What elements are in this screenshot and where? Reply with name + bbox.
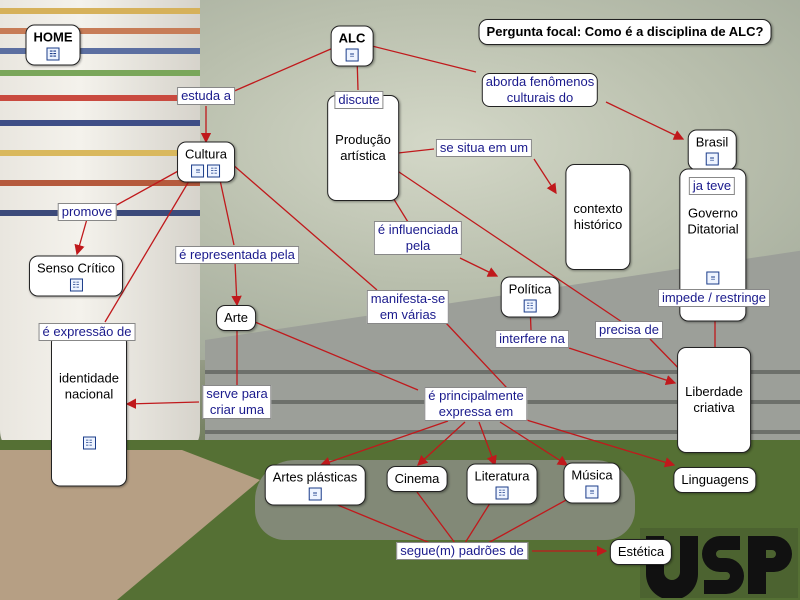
node-artes-plasticas-label: Artes plásticas bbox=[272, 469, 358, 485]
usp-logo bbox=[640, 528, 798, 598]
node-musica[interactable]: Música bbox=[563, 462, 621, 504]
link-interfere[interactable]: interfere na bbox=[495, 330, 569, 348]
link-segue[interactable]: segue(m) padrões de bbox=[396, 542, 528, 560]
node-governo-label: Governo Ditatorial bbox=[687, 205, 739, 237]
node-brasil[interactable]: Brasil bbox=[687, 129, 737, 171]
map-icon[interactable] bbox=[523, 299, 537, 313]
node-brasil-label: Brasil bbox=[695, 134, 729, 150]
node-alc-label: ALC bbox=[338, 30, 366, 46]
map-icon[interactable] bbox=[207, 164, 221, 178]
document-icon[interactable] bbox=[308, 487, 322, 501]
node-liberdade-label: Liberdade criativa bbox=[685, 384, 743, 415]
node-alc[interactable]: ALC bbox=[330, 25, 374, 67]
node-politica-label: Política bbox=[508, 281, 552, 297]
node-literatura-label: Literatura bbox=[474, 468, 530, 484]
link-aborda[interactable]: aborda fenômenos culturais do bbox=[481, 73, 599, 107]
node-arte-label: Arte bbox=[224, 310, 248, 325]
node-literatura[interactable]: Literatura bbox=[466, 463, 538, 505]
link-influenciada[interactable]: é influenciada pela bbox=[373, 221, 463, 255]
document-icon[interactable] bbox=[705, 152, 719, 166]
document-icon[interactable] bbox=[585, 485, 599, 499]
node-estetica-label: Estética bbox=[617, 544, 665, 559]
link-situa[interactable]: se situa em um bbox=[435, 139, 533, 157]
node-identidade-label: identidade nacional bbox=[59, 370, 119, 402]
node-liberdade-criativa[interactable]: Liberdade criativa bbox=[677, 347, 751, 453]
link-serve[interactable]: serve para criar uma bbox=[202, 385, 272, 419]
node-home[interactable]: HOME bbox=[25, 24, 81, 66]
link-ja-teve[interactable]: ja teve bbox=[688, 177, 736, 195]
node-contexto-historico[interactable]: contexto histórico bbox=[565, 164, 631, 270]
node-cultura[interactable]: Cultura bbox=[177, 141, 235, 183]
node-cinema-label: Cinema bbox=[394, 471, 440, 486]
link-expressao[interactable]: é expressão de bbox=[38, 323, 136, 341]
node-producao-artistica[interactable]: Produção artística bbox=[327, 95, 399, 201]
document-icon[interactable] bbox=[706, 271, 720, 285]
link-impede[interactable]: impede / restringe bbox=[657, 289, 771, 307]
node-senso-label: Senso Crítico bbox=[36, 260, 116, 276]
focus-question-text: Pergunta focal: Como é a disciplina de A… bbox=[486, 24, 764, 39]
node-arte[interactable]: Arte bbox=[216, 305, 256, 331]
map-icon[interactable] bbox=[46, 47, 60, 61]
link-principalmente[interactable]: é principalmente expressa em bbox=[424, 387, 528, 421]
link-representada[interactable]: é representada pela bbox=[175, 246, 299, 264]
map-icon[interactable] bbox=[82, 436, 96, 450]
node-identidade-nacional[interactable]: identidade nacional bbox=[51, 333, 127, 487]
link-promove[interactable]: promove bbox=[57, 203, 117, 221]
document-icon[interactable] bbox=[191, 164, 205, 178]
map-icon[interactable] bbox=[495, 486, 509, 500]
link-precisa[interactable]: precisa de bbox=[595, 321, 663, 339]
link-estuda-a[interactable]: estuda a bbox=[177, 87, 235, 105]
focus-question: Pergunta focal: Como é a disciplina de A… bbox=[478, 19, 772, 45]
node-senso-critico[interactable]: Senso Crítico bbox=[28, 255, 124, 297]
node-home-label: HOME bbox=[33, 29, 73, 45]
node-producao-label: Produção artística bbox=[335, 132, 391, 163]
document-icon[interactable] bbox=[345, 48, 359, 62]
node-musica-label: Música bbox=[571, 467, 613, 483]
node-contexto-label: contexto histórico bbox=[573, 201, 623, 232]
link-manifesta[interactable]: manifesta-se em várias bbox=[366, 290, 450, 324]
node-linguagens-label: Linguagens bbox=[681, 472, 749, 487]
node-linguagens[interactable]: Linguagens bbox=[673, 467, 757, 493]
node-politica[interactable]: Política bbox=[500, 276, 560, 318]
node-cinema[interactable]: Cinema bbox=[386, 466, 448, 492]
node-artes-plasticas[interactable]: Artes plásticas bbox=[264, 464, 366, 506]
map-icon[interactable] bbox=[69, 278, 83, 292]
node-cultura-label: Cultura bbox=[185, 146, 227, 162]
link-discute[interactable]: discute bbox=[334, 91, 384, 109]
node-estetica[interactable]: Estética bbox=[609, 539, 673, 565]
